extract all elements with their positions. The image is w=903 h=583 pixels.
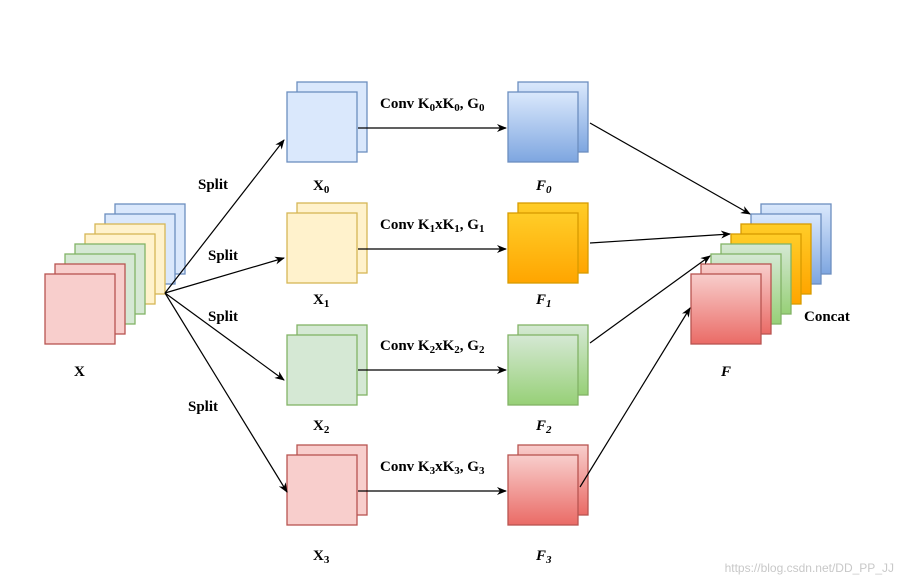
conv-label-1: Conv K1xK1, G1: [380, 217, 484, 235]
split-label-1: Split: [208, 248, 238, 264]
split-label-3: Split: [188, 399, 218, 415]
split-arrow-2: [164, 292, 285, 381]
split-label-0: Split: [198, 177, 228, 193]
input-feature-map-7: [44, 273, 116, 345]
split-x0-front: [286, 91, 358, 163]
conv-label-0: Conv K0xK0, G0: [380, 96, 485, 114]
conv-label-3: Conv K3xK3, G3: [380, 459, 485, 477]
connector-arrows: [164, 122, 751, 495]
concat-arrow-2: [589, 255, 711, 344]
x1-label: X1: [313, 292, 329, 310]
split-arrow-3: [164, 292, 288, 493]
watermark: https://blog.csdn.net/DD_PP_JJ: [725, 561, 894, 575]
concat-arrow-0: [589, 122, 751, 215]
x0-label: X0: [313, 178, 330, 196]
concat-label: Concat: [804, 309, 850, 325]
output-label: F: [720, 364, 731, 380]
split-x1-front: [286, 212, 358, 284]
f0-label: F0: [535, 178, 552, 196]
conv-f3-front: [507, 454, 579, 526]
x3-label: X3: [313, 548, 330, 566]
split-x2-front: [286, 334, 358, 406]
f1-label: F1: [535, 292, 552, 310]
conv-f0-front: [507, 91, 579, 163]
concat-arrow-1: [589, 230, 731, 244]
concat-arrow-3: [579, 307, 691, 488]
conv-f1-front: [507, 212, 579, 284]
output-feature-map-7: [690, 273, 762, 345]
f3-label: F3: [535, 548, 552, 566]
conv-label-2: Conv K2xK2, G2: [380, 338, 485, 356]
split-x3-front: [286, 454, 358, 526]
conv-f2-front: [507, 334, 579, 406]
x2-label: X2: [313, 418, 330, 436]
f2-label: F2: [535, 418, 552, 436]
input-label: X: [74, 364, 85, 380]
split-arrow-0: [164, 139, 285, 294]
split-label-2: Split: [208, 309, 238, 325]
split-arrow-1: [164, 256, 285, 294]
